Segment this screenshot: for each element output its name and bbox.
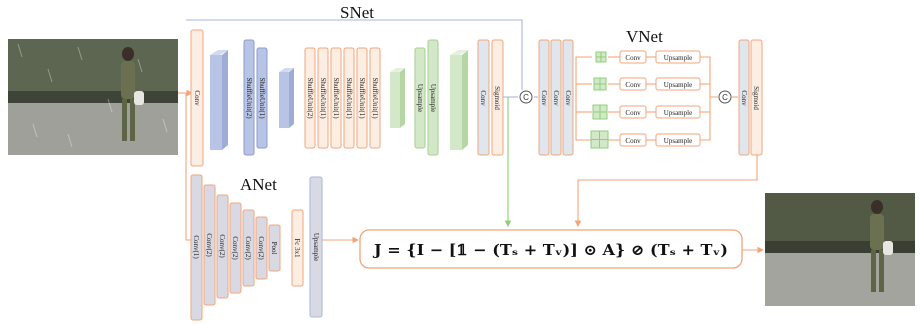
snet-module: Conv ShuffleUnit(2) ShuffleUnit(1) Shuff…	[190, 29, 504, 167]
vnet-branch-4: Conv Upsample	[619, 133, 701, 147]
snet-title: SNet	[340, 3, 374, 22]
vnet-conv-block-3: Conv	[562, 39, 574, 156]
vnet-conv-label-1: Conv	[540, 90, 548, 106]
anet-module: Conv(1) Conv(2) Conv(2) Conv(2) Conv(2) …	[190, 174, 323, 321]
snet-shuffle-block-f: ShuffleUnit(1)	[343, 47, 355, 149]
equation-text: J = {I − [𝟙 − (Tₛ + Tᵥ)] ⊙ A} ⊘ (Tₛ + Tᵥ…	[372, 241, 728, 259]
vnet-conv-end-block: Conv	[738, 39, 750, 156]
anet-conv2-block-5: Conv(2)	[255, 216, 268, 280]
anet-conv1-label: Conv(1)	[192, 235, 200, 259]
snet-sigmoid-block: Sigmoid	[491, 39, 504, 156]
anet-conv2-block-2: Conv(2)	[216, 194, 229, 299]
snet-feature-block-3	[390, 68, 405, 128]
concat-node-2: C	[718, 90, 732, 104]
anet-conv2-block-1: Conv(2)	[203, 184, 216, 306]
vnet-conv-block-2: Conv	[550, 39, 562, 156]
equation-box: J = {I − [𝟙 − (Tₛ + Tᵥ)] ⊙ A} ⊘ (Tₛ + Tᵥ…	[359, 229, 743, 269]
snet-shuffle-block-c: ShuffleUnit(2)	[304, 47, 316, 149]
anet-conv1-block: Conv(1)	[190, 174, 203, 321]
anet-conv2-label-3: Conv(2)	[231, 236, 239, 260]
anet-conv2-label-1: Conv(2)	[205, 233, 213, 257]
anet-conv2-label-4: Conv(2)	[244, 236, 252, 260]
snet-upsample-label-a: Upsample	[416, 84, 424, 112]
vnet-branch-upsample-label-2: Upsample	[664, 81, 692, 89]
vnet-conv-label-2: Conv	[552, 90, 560, 106]
vnet-branch-conv-label-3: Conv	[625, 109, 641, 117]
pool-grid-icon-2	[593, 77, 607, 91]
snet-shuffle-block-g: ShuffleUnit(1)	[356, 47, 368, 149]
vnet-conv-block-1: Conv	[538, 39, 550, 156]
anet-fc-label: Fc 3x1	[293, 238, 301, 258]
connection-lines	[178, 19, 765, 254]
anet-upsample-label: Upsample	[312, 233, 320, 261]
vnet-branch-conv-label-4: Conv	[625, 137, 641, 145]
vnet-branch-upsample-label-1: Upsample	[664, 54, 692, 62]
vnet-conv-label-3: Conv	[564, 90, 572, 106]
vnet-branch-1: Conv Upsample	[619, 50, 701, 64]
input-rainy-image	[8, 39, 178, 155]
vnet-conv-end-label: Conv	[740, 90, 748, 106]
snet-sigmoid-label: Sigmoid	[493, 86, 501, 110]
concat-symbol-1: C	[523, 93, 529, 102]
snet-shuffle-block-d: ShuffleUnit(1)	[317, 47, 329, 149]
vnet-branch-conv-label-2: Conv	[625, 81, 641, 89]
snet-shuffle-label-h: ShuffleUnit(1)	[371, 77, 379, 119]
snet-upsample-block-b: Upsample	[427, 39, 439, 156]
snet-conv-end-block: Conv	[477, 39, 490, 156]
anet-fc-block: Fc 3x1	[291, 209, 304, 287]
snet-shuffle-label-c: ShuffleUnit(2)	[306, 77, 314, 119]
snet-feature-block-4	[450, 50, 468, 150]
concat-symbol-2: C	[722, 93, 728, 102]
snet-shuffle-label-g: ShuffleUnit(1)	[358, 77, 366, 119]
snet-conv-label: Conv	[193, 90, 201, 106]
snet-feature-block-2	[279, 68, 294, 128]
snet-upsample-block-a: Upsample	[414, 47, 426, 149]
snet-shuffle-label-b: ShuffleUnit(1)	[258, 77, 266, 119]
vnet-module: Conv Conv Conv Conv	[538, 39, 763, 156]
vnet-branch-upsample-label-4: Upsample	[664, 137, 692, 145]
vnet-branch-conv-label-1: Conv	[625, 54, 641, 62]
snet-shuffle-label-e: ShuffleUnit(1)	[332, 77, 340, 119]
anet-conv2-label-5: Conv(2)	[257, 236, 265, 260]
pool-grid-icon-4	[590, 130, 609, 149]
vnet-branch-2: Conv Upsample	[619, 77, 701, 91]
vnet-branch-3: Conv Upsample	[619, 105, 701, 119]
snet-shuffle-block-b: ShuffleUnit(1)	[256, 47, 268, 149]
anet-conv2-block-3: Conv(2)	[229, 202, 242, 294]
snet-shuffle-label-f: ShuffleUnit(1)	[345, 77, 353, 119]
snet-shuffle-label-d: ShuffleUnit(1)	[319, 77, 327, 119]
snet-feature-block-1	[210, 50, 228, 150]
snet-shuffle-label-a: ShuffleUnit(2)	[245, 77, 253, 119]
anet-upsample-block: Upsample	[309, 176, 323, 318]
anet-title: ANet	[240, 175, 277, 194]
snet-shuffle-block-e: ShuffleUnit(1)	[330, 47, 342, 149]
anet-pool-block: Pool	[268, 224, 281, 272]
snet-conv-block: Conv	[190, 29, 204, 167]
anet-conv2-block-4: Conv(2)	[242, 209, 255, 287]
snet-upsample-label-b: Upsample	[429, 84, 437, 112]
snet-conv-end-label: Conv	[479, 90, 487, 106]
anet-pool-label: Pool	[270, 242, 278, 255]
vnet-sigmoid-block: Sigmoid	[750, 39, 763, 156]
vnet-branch-upsample-label-3: Upsample	[664, 109, 692, 117]
concat-node-1: C	[519, 90, 533, 104]
pool-grid-icon-3	[592, 104, 608, 120]
snet-shuffle-block-a: ShuffleUnit(2)	[243, 39, 255, 156]
output-derained-image	[765, 193, 915, 306]
vnet-title: VNet	[626, 27, 663, 46]
vnet-sigmoid-label: Sigmoid	[752, 86, 760, 110]
anet-conv2-label-2: Conv(2)	[218, 234, 226, 258]
pool-grid-icon-1	[595, 51, 607, 63]
snet-shuffle-block-h: ShuffleUnit(1)	[369, 47, 381, 149]
